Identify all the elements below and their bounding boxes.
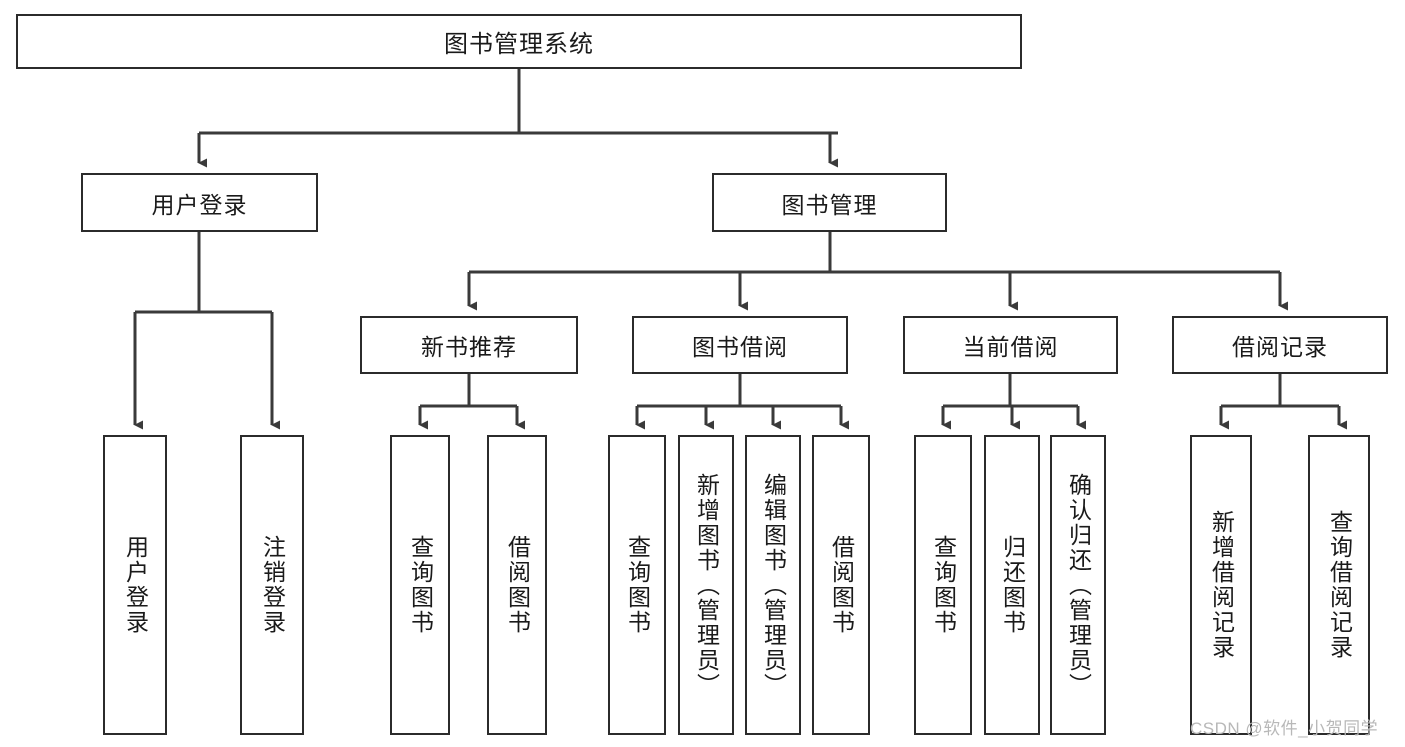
node-label: 确认归还（管理员） <box>1065 472 1092 698</box>
node-label: 新书推荐 <box>421 334 517 360</box>
node-label: 借阅记录 <box>1232 334 1328 360</box>
node-leaf-return-book[interactable]: 归还图书 <box>984 435 1040 735</box>
node-level3-current-borrow[interactable]: 当前借阅 <box>903 316 1118 374</box>
node-leaf-query-books-borrow[interactable]: 查询图书 <box>608 435 666 735</box>
node-leaf-query-books-current[interactable]: 查询图书 <box>914 435 972 735</box>
node-label: 新增图书（管理员） <box>693 472 720 698</box>
node-label: 用户登录 <box>122 535 149 635</box>
node-label: 用户登录 <box>151 191 248 218</box>
node-leaf-query-books-new[interactable]: 查询图书 <box>390 435 450 735</box>
node-leaf-add-book-admin[interactable]: 新增图书（管理员） <box>678 435 734 735</box>
csdn-watermark: CSDN @软件_小贺同学 <box>1190 719 1379 738</box>
node-label: 查询借阅记录 <box>1326 510 1353 660</box>
node-label: 当前借阅 <box>962 334 1059 360</box>
node-label: 查询图书 <box>624 535 651 635</box>
node-level2-user-login[interactable]: 用户登录 <box>81 173 318 232</box>
node-leaf-add-borrow-record[interactable]: 新增借阅记录 <box>1190 435 1252 735</box>
node-leaf-user-logout[interactable]: 注销登录 <box>240 435 304 735</box>
node-root-label: 图书管理系统 <box>444 31 594 58</box>
node-label: 查询图书 <box>407 535 434 635</box>
node-leaf-user-login[interactable]: 用户登录 <box>103 435 167 735</box>
node-leaf-query-borrow-record[interactable]: 查询借阅记录 <box>1308 435 1370 735</box>
node-leaf-edit-book-admin[interactable]: 编辑图书（管理员） <box>745 435 801 735</box>
node-level2-book-management[interactable]: 图书管理 <box>712 173 947 232</box>
node-leaf-confirm-return-admin[interactable]: 确认归还（管理员） <box>1050 435 1106 735</box>
node-leaf-lend-book[interactable]: 借阅图书 <box>812 435 870 735</box>
node-label: 借阅图书 <box>504 535 531 635</box>
node-label: 新增借阅记录 <box>1208 510 1235 660</box>
node-label: 编辑图书（管理员） <box>760 472 787 698</box>
node-label: 查询图书 <box>930 535 957 635</box>
node-label: 借阅图书 <box>828 535 855 635</box>
node-level3-book-borrow[interactable]: 图书借阅 <box>632 316 848 374</box>
node-leaf-borrow-books-new[interactable]: 借阅图书 <box>487 435 547 735</box>
node-level3-borrow-records[interactable]: 借阅记录 <box>1172 316 1388 374</box>
node-root[interactable]: 图书管理系统 <box>16 14 1022 69</box>
node-level3-new-book-recommend[interactable]: 新书推荐 <box>360 316 578 374</box>
node-label: 图书管理 <box>781 191 878 218</box>
node-label: 注销登录 <box>259 535 286 635</box>
node-label: 归还图书 <box>999 535 1026 635</box>
node-label: 图书借阅 <box>692 334 788 360</box>
